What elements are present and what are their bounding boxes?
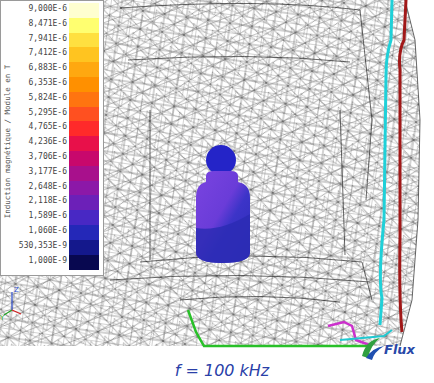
color-swatch [69,255,99,270]
color-swatch [69,166,99,181]
legend-panel: 9,000E-6 8,471E-6 7,941E-6 7,412E-6 6,883E-6… [0,0,104,276]
color-swatch [69,210,99,225]
color-swatch [69,62,99,77]
color-swatch [69,18,99,33]
legend-value: 7,412E-6 [9,48,67,58]
caption: f = 100 kHz [172,361,273,380]
color-swatch [69,77,99,92]
legend-value: 1,000E-9 [9,256,67,266]
color-swatch [69,136,99,151]
color-swatch [69,107,99,122]
color-swatch [69,240,99,255]
legend-value: 9,000E-6 [9,4,67,14]
legend-value: 2,118E-6 [9,196,67,206]
legend-value: 2,648E-6 [9,182,67,192]
legend-value: 530,353E-9 [9,241,67,251]
axis-label: Z [14,286,19,294]
legend-value: 4,765E-6 [9,122,67,132]
color-swatch [69,92,99,107]
legend-value: 7,941E-6 [9,34,67,44]
legend-value: 5,295E-6 [9,108,67,118]
color-swatch [69,3,99,18]
color-swatch [69,181,99,196]
legend-value: 6,353E-6 [9,78,67,88]
legend-value: 8,471E-6 [9,19,67,29]
legend-value: 6,883E-6 [9,63,67,73]
color-swatch [69,33,99,48]
software-logo: Flux [384,342,415,357]
legend-value: 4,236E-6 [9,137,67,147]
color-swatch [69,47,99,62]
axis-label: Y [0,314,4,322]
legend-value: 3,706E-6 [9,152,67,162]
legend-value: 3,177E-6 [9,167,67,177]
color-swatch [69,195,99,210]
legend-value: 5,824E-6 [9,93,67,103]
color-swatch [69,151,99,166]
legend-value: 1,060E-6 [9,226,67,236]
legend-title: Induction magnétique / Module en T [4,64,13,218]
color-swatch [69,225,99,240]
color-swatch [69,121,99,136]
legend-value: 1,589E-6 [9,211,67,221]
